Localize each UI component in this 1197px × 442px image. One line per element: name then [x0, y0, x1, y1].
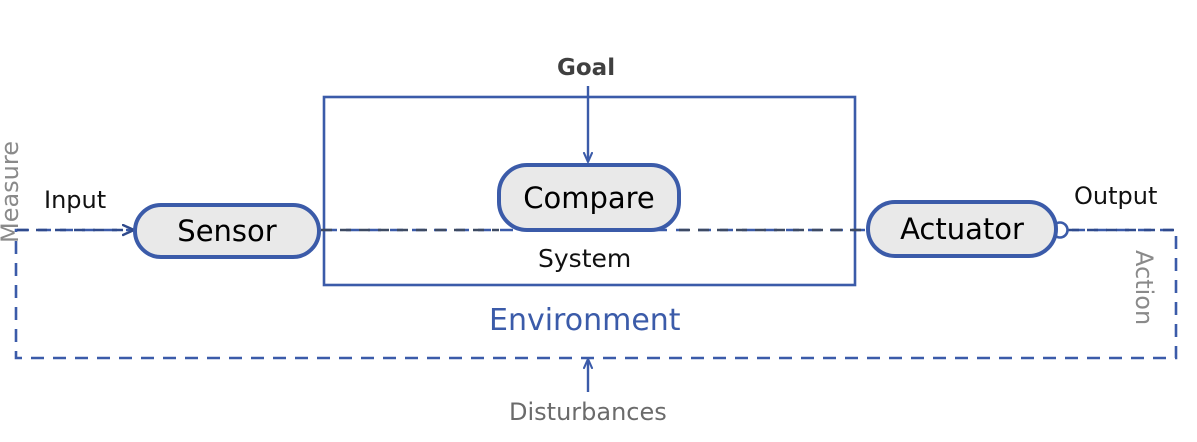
node-compare-label: Compare	[523, 180, 655, 215]
action-label: Action	[1130, 250, 1158, 326]
node-sensor[interactable]: Sensor	[133, 203, 321, 259]
node-actuator-label: Actuator	[900, 212, 1024, 246]
node-sensor-label: Sensor	[177, 214, 277, 248]
goal-label: Goal	[557, 55, 616, 81]
node-actuator[interactable]: Actuator	[866, 200, 1058, 258]
measure-label: Measure	[0, 141, 24, 243]
environment-label: Environment	[489, 303, 681, 338]
system-label: System	[538, 244, 632, 273]
output-label: Output	[1074, 182, 1158, 210]
node-compare[interactable]: Compare	[497, 163, 681, 232]
disturbances-label: Disturbances	[509, 398, 667, 426]
system-boundary	[322, 95, 857, 287]
input-label: Input	[44, 186, 107, 214]
